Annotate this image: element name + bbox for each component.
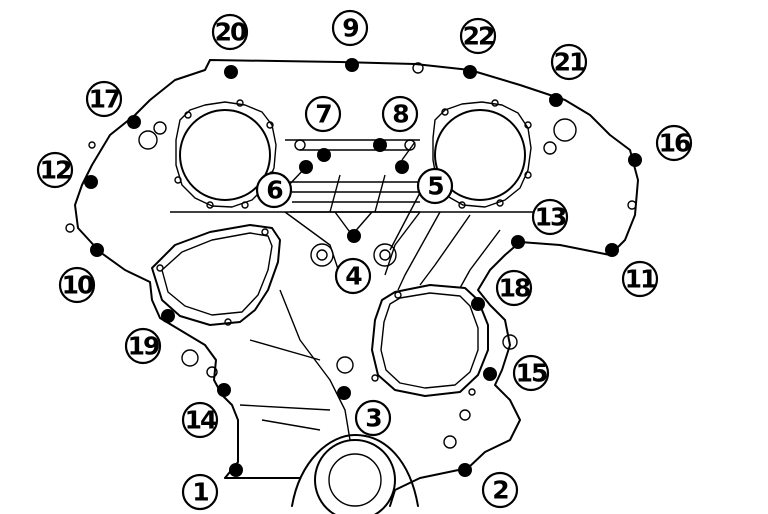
bolt-7 — [317, 148, 331, 162]
bolt-11 — [605, 243, 619, 257]
bolt-9 — [345, 58, 359, 72]
callout-label-6: 6 — [266, 176, 283, 205]
callout-label-14: 14 — [185, 406, 217, 435]
right-panel-hole-3 — [468, 388, 476, 396]
callout-c17: 17 — [85, 80, 123, 118]
bolt-5 — [395, 160, 409, 174]
callout-label-2: 2 — [492, 476, 508, 505]
bolt-20 — [224, 65, 238, 79]
callout-c22: 22 — [459, 17, 497, 55]
bolt-19 — [161, 309, 175, 323]
left-panel-hole-2 — [261, 228, 269, 236]
bolt-16 — [628, 153, 642, 167]
bolt-18 — [471, 297, 485, 311]
bolt-12 — [84, 175, 98, 189]
bolt-17 — [127, 115, 141, 129]
callout-c1: 1 — [181, 473, 219, 511]
bolt-22 — [463, 65, 477, 79]
callout-c9: 9 — [331, 9, 369, 47]
callout-label-22: 22 — [463, 22, 494, 51]
callout-label-10: 10 — [62, 271, 94, 300]
callout-label-15: 15 — [516, 359, 547, 388]
bolt-8 — [373, 138, 387, 152]
bolt-2 — [458, 463, 472, 477]
bolt-21 — [549, 93, 563, 107]
left-panel-hole-1 — [156, 264, 164, 272]
callout-c13: 13 — [531, 198, 569, 236]
callout-c14: 14 — [181, 401, 219, 439]
callout-label-11: 11 — [625, 265, 656, 294]
callout-label-4: 4 — [345, 262, 362, 291]
callout-label-17: 17 — [89, 85, 120, 114]
callout-label-9: 9 — [342, 14, 358, 43]
callout-c10: 10 — [58, 266, 96, 304]
bolt-13 — [511, 235, 525, 249]
crank-hub-inner — [328, 453, 382, 507]
callout-c6: 6 — [255, 171, 293, 209]
right-cam-bore — [434, 109, 526, 201]
bolt-10 — [90, 243, 104, 257]
callout-c4: 4 — [334, 257, 372, 295]
callout-c3: 3 — [354, 399, 392, 437]
callout-c2: 2 — [481, 471, 519, 509]
callout-label-12: 12 — [40, 156, 71, 185]
crank-opening — [291, 434, 419, 507]
callout-label-13: 13 — [535, 203, 566, 232]
callout-label-3: 3 — [365, 404, 381, 433]
bolt-15 — [483, 367, 497, 381]
callout-c5: 5 — [416, 167, 454, 205]
crank-hub — [314, 439, 396, 514]
callout-c15: 15 — [512, 354, 550, 392]
left-access-panel — [151, 224, 281, 326]
center-ribs — [170, 139, 540, 291]
callout-c7: 7 — [304, 95, 342, 133]
bolts — [84, 58, 642, 477]
callout-label-16: 16 — [659, 129, 691, 158]
callout-label-7: 7 — [315, 100, 331, 129]
bolt-3 — [337, 386, 351, 400]
callout-label-5: 5 — [427, 172, 443, 201]
callout-label-1: 1 — [192, 478, 208, 507]
right-panel-hole-2 — [371, 374, 379, 382]
callout-c16: 16 — [655, 124, 693, 162]
callout-label-19: 19 — [128, 332, 159, 361]
callout-c12: 12 — [36, 151, 74, 189]
left-access-panel-inner — [161, 232, 273, 316]
left-cam-bore — [179, 109, 271, 201]
callout-label-20: 20 — [215, 18, 247, 47]
callout-c11: 11 — [621, 260, 659, 298]
callout-c19: 19 — [124, 327, 162, 365]
callout-c18: 18 — [495, 269, 533, 307]
callout-label-21: 21 — [554, 48, 585, 77]
callout-c20: 20 — [211, 13, 249, 51]
diagonal-struts — [239, 211, 501, 441]
right-panel-hole-1 — [394, 291, 402, 299]
right-access-panel-inner — [380, 292, 479, 389]
callout-c8: 8 — [381, 95, 419, 133]
callout-c21: 21 — [550, 43, 588, 81]
right-access-panel — [371, 284, 489, 397]
bosses — [65, 62, 637, 449]
callout-label-18: 18 — [499, 274, 530, 303]
bolt-14 — [217, 383, 231, 397]
bolt-4 — [347, 229, 361, 243]
bolt-1 — [229, 463, 243, 477]
callout-label-8: 8 — [392, 100, 408, 129]
left-panel-hole-3 — [224, 318, 232, 326]
